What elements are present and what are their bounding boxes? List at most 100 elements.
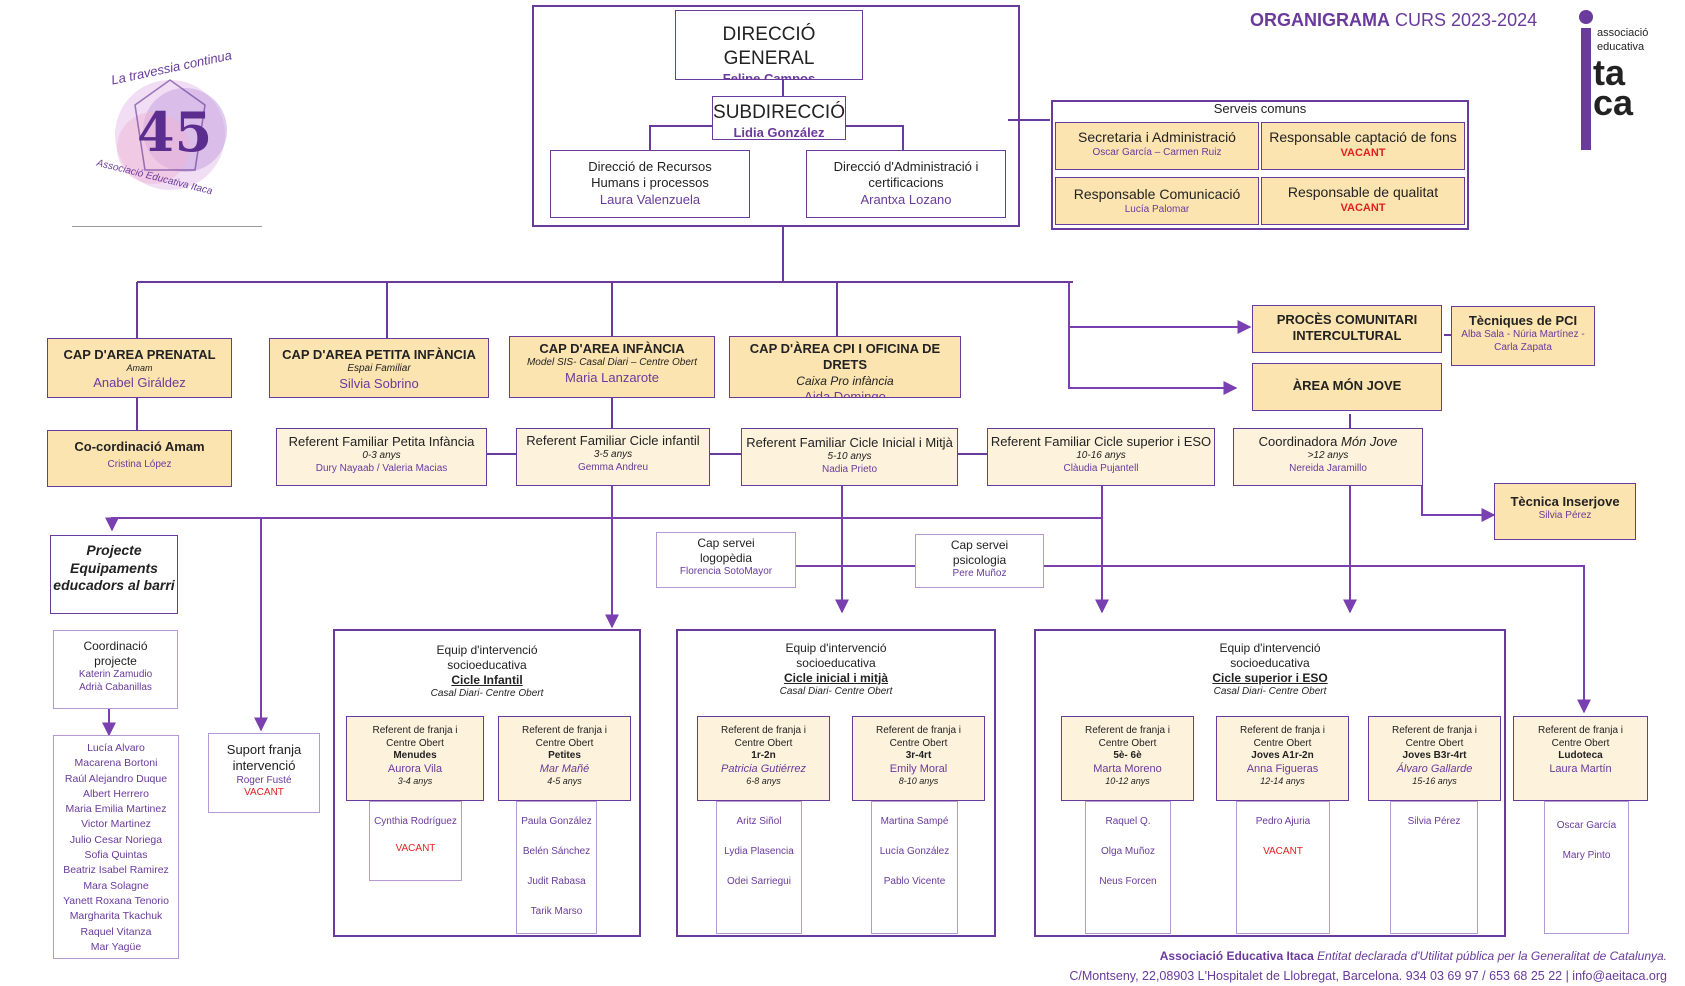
serveis-item-title: Responsable Comunicació [1073,186,1241,202]
serveis-item-captacio: Responsable captació de fons VACANT [1261,122,1465,170]
chart-title-bold: ORGANIGRAMA [1250,10,1390,30]
franja-l2: Centre Obert [1405,737,1464,749]
referent-age: 10-16 anys [1076,450,1126,462]
anniversary-logo: La travessia continua 45 Associació Educ… [75,47,260,200]
area-name: Maria Lanzarote [565,369,659,385]
equip-line1: Equip d'intervenció [785,641,887,655]
equip-line1: Equip d'intervenció [436,643,538,657]
member-name: Silvia Pérez [1407,816,1461,827]
projecte-line: Equipaments [70,559,158,576]
franja-l2: Centre Obert [734,737,793,749]
franja-jovesa-box: Referent de franja i Centre Obert Joves … [1216,716,1349,801]
suport-line2: intervenció [232,758,296,774]
referent-title: Referent Familiar Cicle infantil [526,433,700,448]
franja-ref: Marta Moreno [1093,762,1162,775]
equip-line2: socioeducativa [796,656,876,670]
referent-title: Referent Familiar Cicle superior i ESO [990,434,1212,449]
educador-name: Julio Cesar Noriega [69,833,163,846]
area-title: CAP D'AREA INFÀNCIA [539,341,685,356]
tecniques-pci-names: Alba Sala - Núria Martínez - [1461,329,1585,341]
equip-line2: socioeducativa [447,658,527,672]
franja-5e6e-box: Referent de franja i Centre Obert 5è- 6è… [1061,716,1194,801]
franja-group: Petites [548,750,581,761]
serveis-item-secretaria: Secretaria i Administració Oscar García … [1055,122,1259,170]
franja-group: Joves A1r-2n [1251,750,1314,761]
rrhh-line2: Humans i processos [591,175,709,191]
area-infancia-box: CAP D'AREA INFÀNCIA Model SIS- Casal Dia… [509,336,715,398]
suport-name: Roger Fusté [236,774,292,786]
chart-title: ORGANIGRAMA CURS 2023-2024 [1250,10,1537,31]
serveis-item-title: Responsable captació de fons [1269,129,1457,145]
area-petita-box: CAP D'AREA PETITA INFÀNCIA Espai Familia… [269,338,489,398]
direccio-general-name: Felipe Campos [722,70,816,80]
franja-l2: Centre Obert [386,737,444,749]
anniversary-logo-art [115,79,227,190]
members-5e6e-box: Raquel Q. Olga Muñoz Neus Forcen [1085,801,1171,934]
equip-casal: Casal Diari- Centre Obert [430,688,544,699]
footer-address: C/Montseny, 22,08903 L'Hospitalet de Llo… [1069,969,1667,983]
franja-group: 1r-2n [751,750,776,761]
footer-line1: Associació Educativa Itaca Entitat decla… [1160,949,1667,963]
educador-name: Yanett Roxana Tenorio [63,894,169,907]
franja-group: 3r-4rt [905,750,932,761]
logo-big1: ta [1593,52,1626,93]
franja-menudes-box: Referent de franja i Centre Obert Menude… [346,716,484,801]
logo-big2: ca [1593,82,1634,123]
psicologia-line1: Cap servei [950,538,1009,552]
psicologia-line2: psicologia [952,553,1007,567]
members-menudes-box: Cynthia Rodríguez VACANT [369,801,462,881]
referent-age: >12 anys [1307,450,1349,462]
members-jovesa-box: Pedro Ajuria VACANT [1236,801,1330,934]
area-sub: Espai Familiar [347,363,411,375]
referent-names: Clàudia Pujantell [1063,462,1139,474]
franja-age: 12-14 anys [1260,776,1305,787]
referent-infantil-box: Referent Familiar Cicle infantil 3-5 any… [516,428,710,486]
rrhh-line1: Direcció de Recursos [588,159,712,174]
franja-jovesb-box: Referent de franja i Centre Obert Joves … [1368,716,1501,801]
members-3r4rt-box: Martina Sampé Lucía González Pablo Vicen… [871,801,958,934]
franja-age: 15-16 anys [1412,776,1457,787]
serveis-item-comunicacio: Responsable Comunicació Lucía Palomar [1055,177,1259,225]
referent-inicial-box: Referent Familiar Cicle Inicial i Mitjà … [741,428,958,486]
mon-jove-title: ÀREA MÓN JOVE [1292,378,1402,393]
members-petites-box: Paula González Belén Sánchez Judit Rabas… [516,801,597,934]
suport-box: Suport franja intervenció Roger Fusté VA… [208,733,320,813]
franja-age: 8-10 anys [898,776,939,787]
projecte-box: Projecte Equipaments educadors al barri [50,535,178,614]
coord-projecte-line1: Coordinació [83,639,148,653]
area-sub: Amam [126,363,153,374]
member-name: Oscar García [1556,820,1617,831]
serveis-comuns-title: Serveis comuns [1213,101,1307,116]
member-vacant: VACANT [395,842,436,854]
logo-small-text: associació educativa [1597,26,1648,54]
educador-name: Victor Martinez [81,818,151,831]
anniversary-number: 45 [137,100,213,164]
coord-amam-title: Co-cordinació Amam [74,439,205,454]
member-vacant: VACANT [1263,846,1303,857]
psicologia-box: Cap servei psicologia Pere Muñoz [915,534,1044,588]
franja-group: Ludoteca [1558,750,1603,761]
franja-3r4rt-box: Referent de franja i Centre Obert 3r-4rt… [852,716,985,801]
referent-age: 0-3 anys [362,450,401,462]
referent-names: Nereida Jaramillo [1289,462,1367,474]
member-name: Paula González [521,816,592,827]
footer-decl: Entitat declarada d'Utilitat pública per… [1317,949,1667,963]
educador-name: Mara Solagne [83,879,149,892]
referent-names: Gemma Andreu [577,461,649,473]
referent-title: Referent Familiar Cicle Inicial i Mitjà [746,435,953,450]
franja-group: Menudes [393,750,437,761]
member-name: Aritz Siñol [736,816,782,827]
itaca-logo: associació educativa ta ca [1565,10,1665,150]
educador-name: Maria Emilia Martinez [65,803,167,816]
franja-ref: Álvaro Gallarde [1396,762,1473,775]
franja-age: 6-8 anys [746,776,781,787]
franja-l2: Centre Obert [1253,737,1312,749]
franja-l1: Referent de franja i [1391,725,1478,736]
franja-1r2n-box: Referent de franja i Centre Obert 1r-2n … [697,716,830,801]
logo-bar [1581,28,1591,150]
equip-casal: Casal Diari- Centre Obert [779,686,893,697]
franja-age: 4-5 anys [547,776,582,787]
franja-ref: Aurora Vila [387,762,443,775]
proces-line2: INTERCULTURAL [1292,328,1402,344]
area-sub: Caixa Pro infància [796,373,894,388]
